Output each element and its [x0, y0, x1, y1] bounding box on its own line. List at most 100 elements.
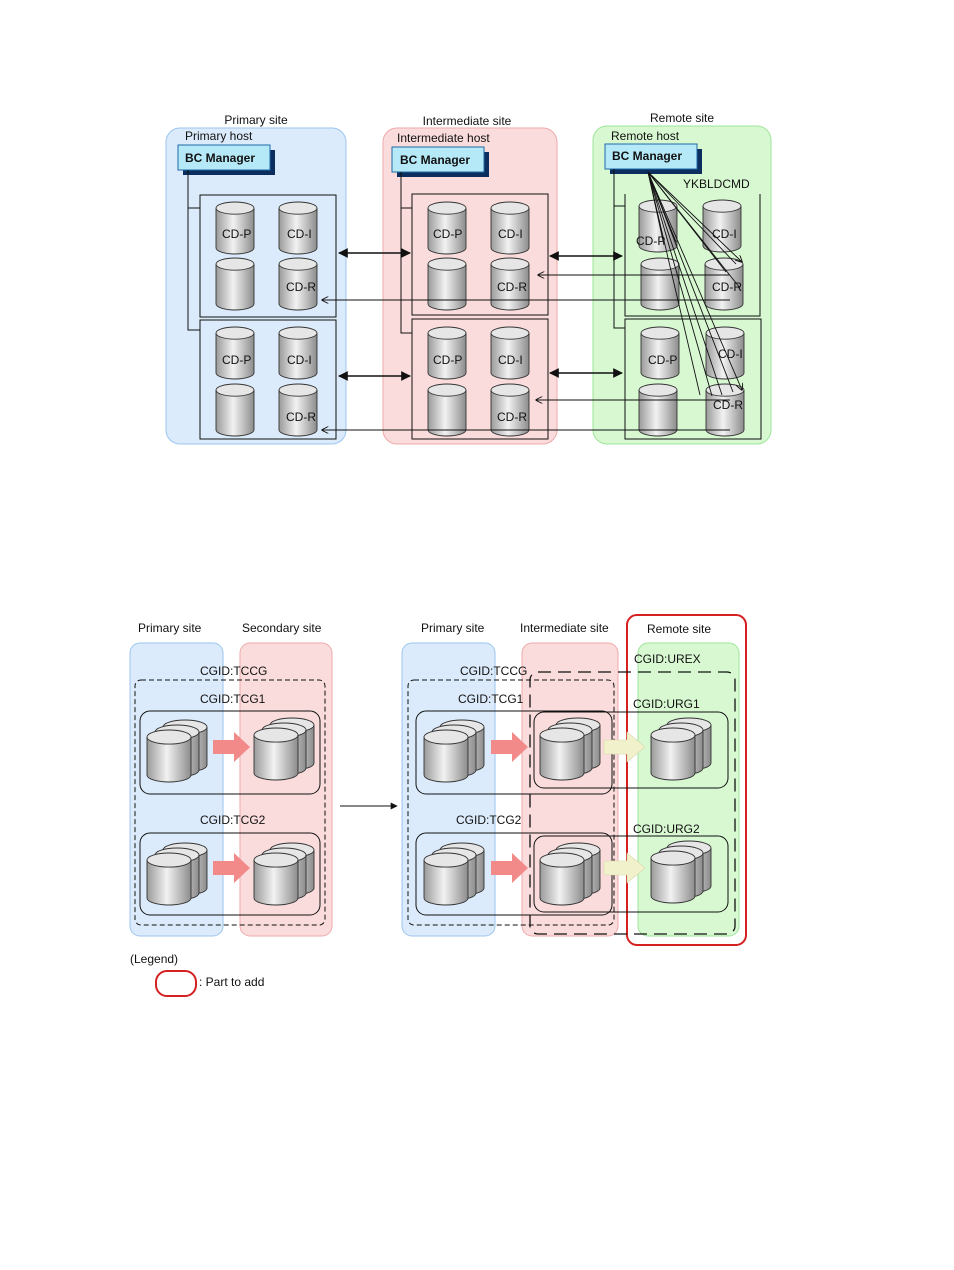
remote-site-title: Remote site — [647, 622, 711, 636]
ur-copy-arrow — [603, 731, 646, 763]
cgid-tccg-boundary — [407, 679, 615, 926]
volume-cylinder — [146, 729, 192, 783]
volume-label-cd-p: CD-P — [648, 353, 677, 367]
primary-site-title: Primary site — [138, 621, 202, 635]
cgid-tcg1-label: CGID:TCG1 — [200, 692, 266, 706]
tc-copy-arrow — [213, 732, 250, 762]
ykbldcmd-label: YKBLDCMD — [683, 177, 750, 191]
intermediate-site-title: Intermediate site — [520, 621, 609, 635]
volume-cylinder — [640, 326, 680, 380]
volume-cylinder — [146, 852, 192, 906]
storage-frames — [199, 193, 762, 440]
volume-cylinder — [705, 383, 745, 437]
volume-cylinder — [253, 727, 299, 781]
host-connectors — [187, 169, 625, 334]
tc-copy-arrow — [491, 853, 528, 883]
tc-copy-arrow — [491, 732, 528, 762]
figure2: Primary site Secondary site CGID:TCCG CG… — [129, 614, 747, 997]
volume-cylinder — [427, 257, 467, 311]
volume-cylinder — [427, 326, 467, 380]
bc-manager-label: BC Manager — [400, 153, 470, 167]
cgid-urg2-label: CGID:URG2 — [633, 822, 700, 836]
volume-cylinder — [638, 383, 678, 437]
volume-cylinder — [423, 729, 469, 783]
volume-label-cd-p: CD-P — [222, 353, 251, 367]
cgid-tcg2-label: CGID:TCG2 — [456, 813, 522, 827]
legend-red-outline-swatch — [155, 970, 197, 997]
ykbldcmd-fan — [647, 171, 742, 397]
bc-manager-label: BC Manager — [612, 149, 682, 163]
volume-cylinder — [490, 326, 530, 380]
part-to-add-outline — [626, 614, 747, 946]
secondary-site-title: Secondary site — [242, 621, 322, 635]
volume-cylinder — [215, 201, 255, 255]
volume-cylinder — [490, 383, 530, 437]
tc-copy-arrow — [213, 853, 250, 883]
cgid-tcg2-label: CGID:TCG2 — [200, 813, 266, 827]
volume-cylinder — [427, 201, 467, 255]
volume-label-cd-i: CD-I — [498, 227, 523, 241]
primary-site-area — [165, 127, 347, 445]
volume-label-cd-i: CD-I — [498, 353, 523, 367]
volume-cylinder — [278, 257, 318, 311]
primary-site-title: Primary site — [224, 113, 288, 127]
intermediate-site-title: Intermediate site — [423, 114, 512, 128]
bc-manager-primary: BC Manager — [177, 144, 275, 175]
volume-cylinder — [702, 199, 742, 253]
cgid-urex-label: CGID:UREX — [634, 652, 701, 666]
fig1-volumes — [215, 199, 745, 437]
volume-stack — [650, 840, 712, 904]
volume-stack — [423, 842, 485, 906]
cgid-urex-boundary — [529, 671, 736, 935]
volume-label-cd-i: CD-I — [712, 227, 737, 241]
cgid-urg2-group — [533, 835, 729, 913]
volume-cylinder — [423, 852, 469, 906]
primary-site-title: Primary site — [421, 621, 485, 635]
volume-label-cd-p: CD-P — [222, 227, 251, 241]
volume-label-cd-i: CD-I — [287, 353, 312, 367]
volume-cylinder — [215, 257, 255, 311]
fig2-volume-stacks — [146, 717, 712, 906]
volume-label-cd-i: CD-I — [287, 227, 312, 241]
volume-cylinder — [490, 201, 530, 255]
cgid-tccg-label: CGID:TCCG — [200, 664, 267, 678]
volume-cylinder — [253, 852, 299, 906]
cgid-tcg2-group — [139, 832, 321, 916]
primary-host-label: Primary host — [185, 129, 253, 143]
cgid-urg1-label: CGID:URG1 — [633, 697, 700, 711]
ur-copy-arrow — [603, 852, 646, 884]
volume-stack — [146, 719, 208, 783]
volume-label-cd-p: CD-P — [433, 227, 462, 241]
volume-cylinder — [278, 383, 318, 437]
legend-item-label: : Part to add — [199, 975, 264, 989]
cgid-tccg-label: CGID:TCCG — [460, 664, 527, 678]
bc-manager-label: BC Manager — [185, 151, 255, 165]
legend-title: (Legend) — [130, 952, 178, 966]
volume-cylinder — [427, 383, 467, 437]
volume-stack — [253, 717, 315, 781]
volume-label-cd-p: CD-P — [433, 353, 462, 367]
bc-manager-intermediate: BC Manager — [391, 146, 489, 177]
volume-cylinder — [215, 326, 255, 380]
volume-label-cd-r: CD-R — [713, 398, 743, 412]
fig1-return-paths — [322, 275, 730, 430]
cgid-tcg1-label: CGID:TCG1 — [458, 692, 524, 706]
volume-stack — [539, 717, 601, 781]
remote-host-label: Remote host — [611, 129, 680, 143]
volume-label-cd-p: CD-P — [636, 234, 665, 248]
volume-cylinder — [640, 257, 680, 311]
volume-stack — [423, 719, 485, 783]
figure1: Primary site Intermediate site Remote si… — [165, 111, 772, 445]
volume-stack — [146, 842, 208, 906]
volume-cylinder — [705, 326, 745, 380]
remote-site-title: Remote site — [650, 111, 714, 125]
volume-label-cd-i: CD-I — [718, 347, 743, 361]
cgid-urg1-group — [533, 711, 729, 789]
volume-cylinder — [278, 201, 318, 255]
volume-stack — [539, 842, 601, 906]
cgid-tccg-boundary — [134, 679, 326, 926]
volume-stack — [650, 717, 712, 781]
legend: (Legend) : Part to add — [130, 952, 264, 997]
volume-label-cd-r: CD-R — [497, 280, 527, 294]
